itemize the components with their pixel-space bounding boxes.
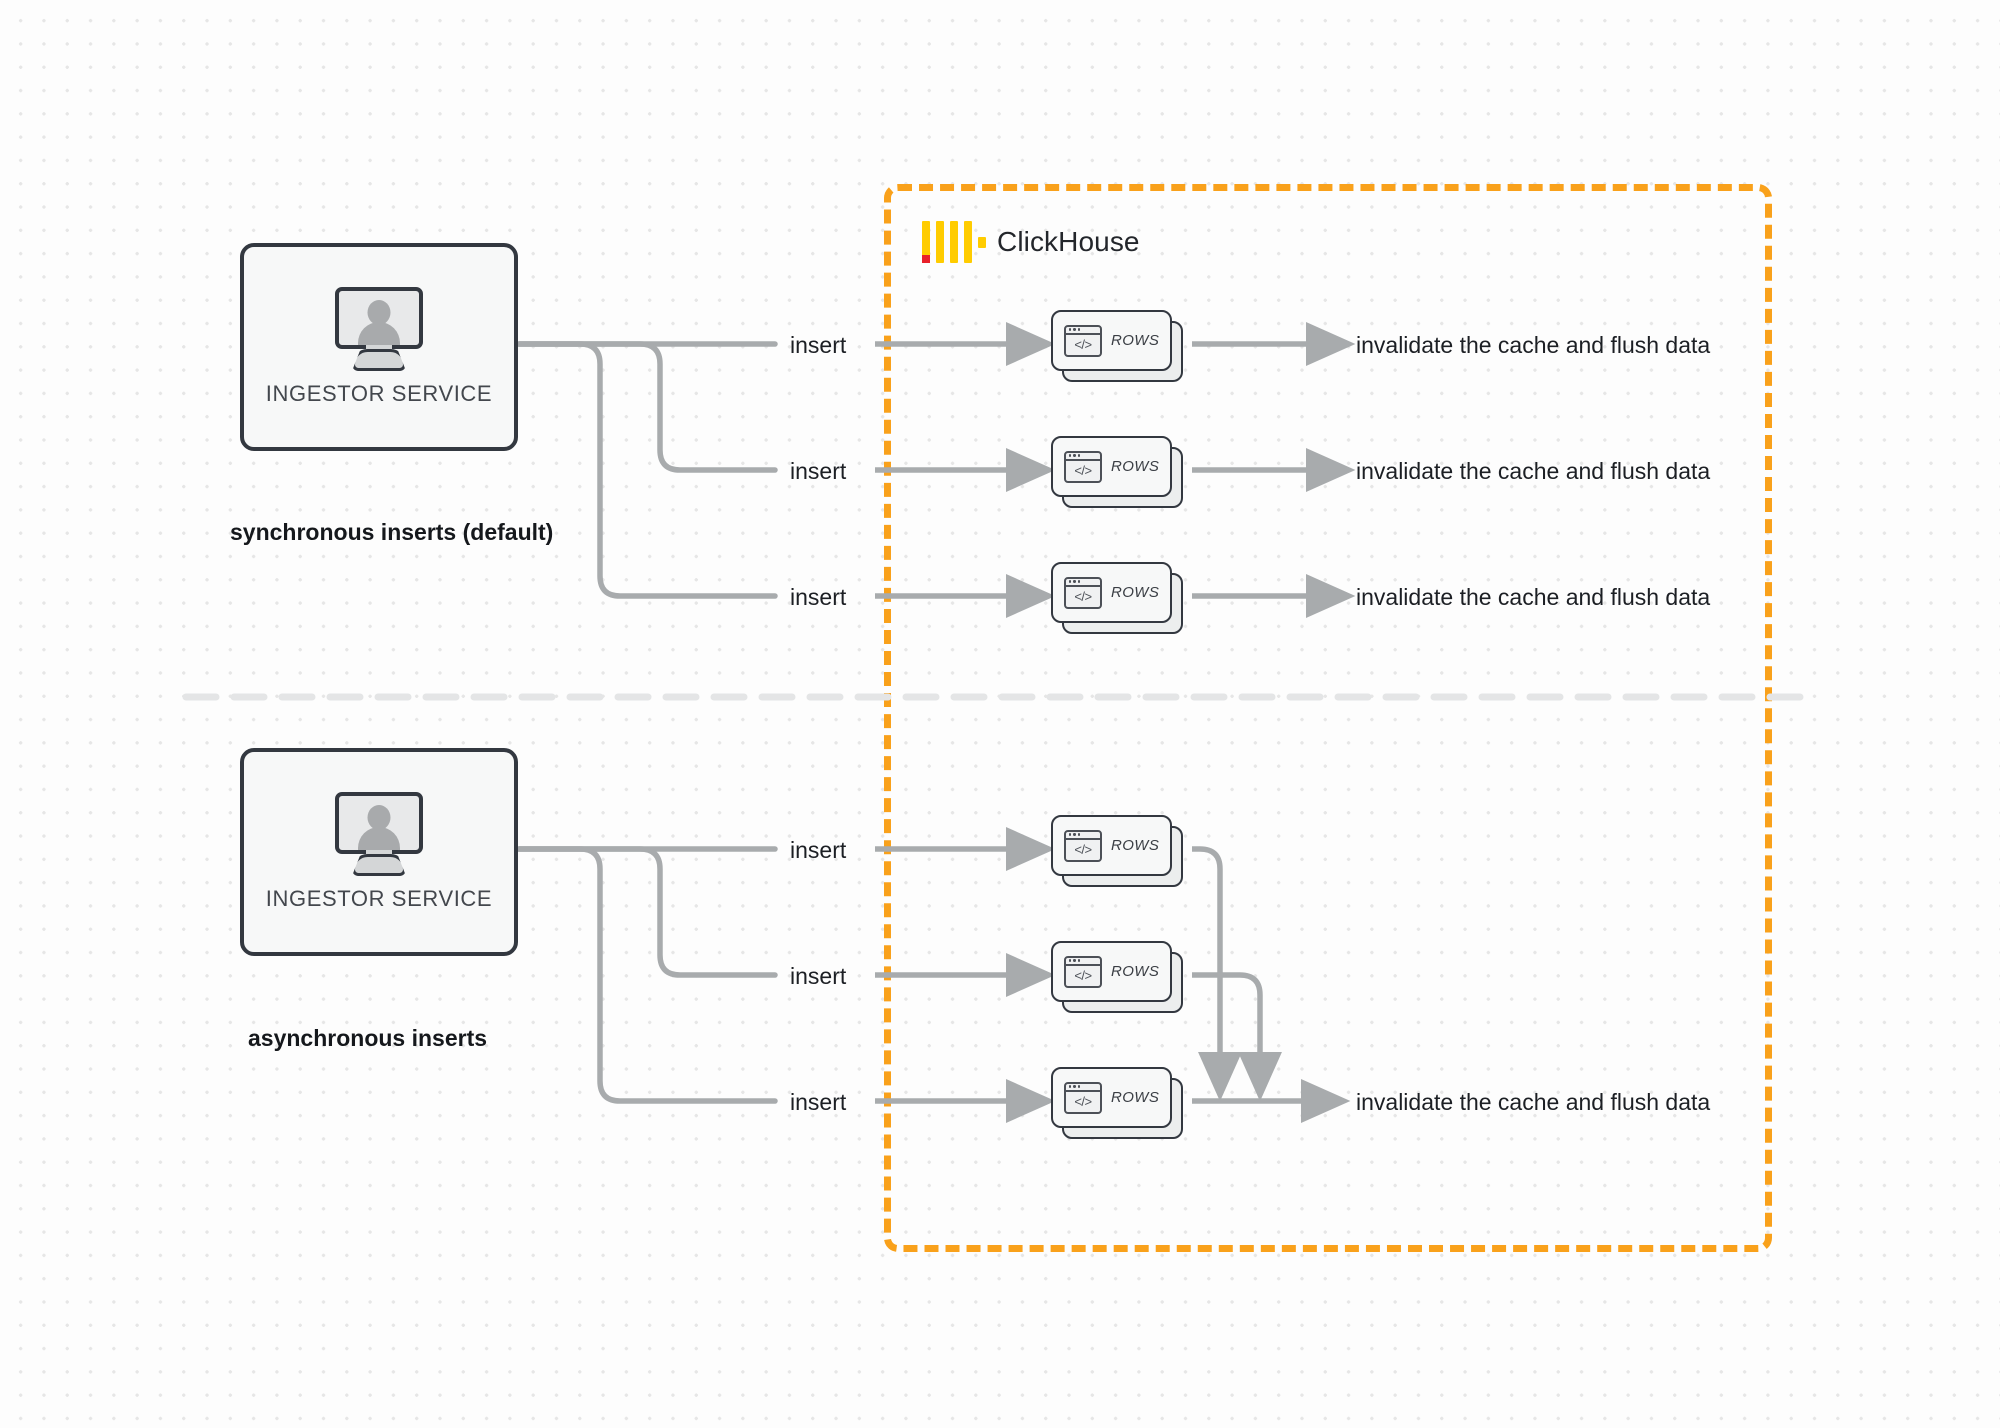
rows-card-async-1[interactable]: </> ROWS: [1051, 815, 1183, 887]
sidebar-item-ingestor-service-async[interactable]: INGESTOR SERVICE: [240, 748, 518, 956]
service-label: INGESTOR SERVICE: [265, 381, 493, 406]
monitor-user-icon: [331, 792, 427, 876]
outcome-label-sync-3: invalidate the cache and flush data: [1356, 584, 1711, 610]
mode-label-async: asynchronous inserts: [248, 1025, 488, 1051]
rows-card-sync-2[interactable]: </> ROWS: [1051, 436, 1183, 508]
insert-label-async-3: insert: [790, 1089, 847, 1115]
insert-label-sync-2: insert: [790, 458, 847, 484]
outcome-label-sync-2: invalidate the cache and flush data: [1356, 458, 1711, 484]
sidebar-item-ingestor-service-sync[interactable]: INGESTOR SERVICE: [240, 243, 518, 451]
clickhouse-boundary: [884, 184, 1772, 1252]
insert-label-sync-3: insert: [790, 584, 847, 610]
insert-label-sync-1: insert: [790, 332, 847, 358]
rows-label: ROWS: [1111, 458, 1160, 475]
rows-label: ROWS: [1111, 584, 1160, 601]
code-window-icon: </>: [1064, 1081, 1102, 1114]
rows-card-async-2[interactable]: </> ROWS: [1051, 941, 1183, 1013]
rows-card-async-3[interactable]: </> ROWS: [1051, 1067, 1183, 1139]
clickhouse-wordmark: ClickHouse: [997, 226, 1140, 257]
monitor-user-icon: [331, 287, 427, 371]
outcome-label-sync-1: invalidate the cache and flush data: [1356, 332, 1711, 358]
rows-label: ROWS: [1111, 1089, 1160, 1106]
outcome-label-async-merged: invalidate the cache and flush data: [1356, 1089, 1711, 1115]
insert-label-async-1: insert: [790, 837, 847, 863]
mode-label-sync: synchronous inserts (default): [230, 519, 554, 545]
rows-label: ROWS: [1111, 332, 1160, 349]
service-label: INGESTOR SERVICE: [265, 886, 493, 911]
rows-card-sync-1[interactable]: </> ROWS: [1051, 310, 1183, 382]
code-window-icon: </>: [1064, 829, 1102, 862]
code-window-icon: </>: [1064, 576, 1102, 609]
code-window-icon: </>: [1064, 955, 1102, 988]
code-window-icon: </>: [1064, 450, 1102, 483]
clickhouse-brand: ClickHouse: [922, 221, 1140, 263]
rows-card-sync-3[interactable]: </> ROWS: [1051, 562, 1183, 634]
rows-label: ROWS: [1111, 837, 1160, 854]
clickhouse-logo-icon: [922, 221, 986, 263]
code-window-icon: </>: [1064, 324, 1102, 357]
rows-label: ROWS: [1111, 963, 1160, 980]
async-fanout-wires: [516, 846, 778, 1104]
sync-fanout-wires: [516, 341, 778, 599]
insert-label-async-2: insert: [790, 963, 847, 989]
